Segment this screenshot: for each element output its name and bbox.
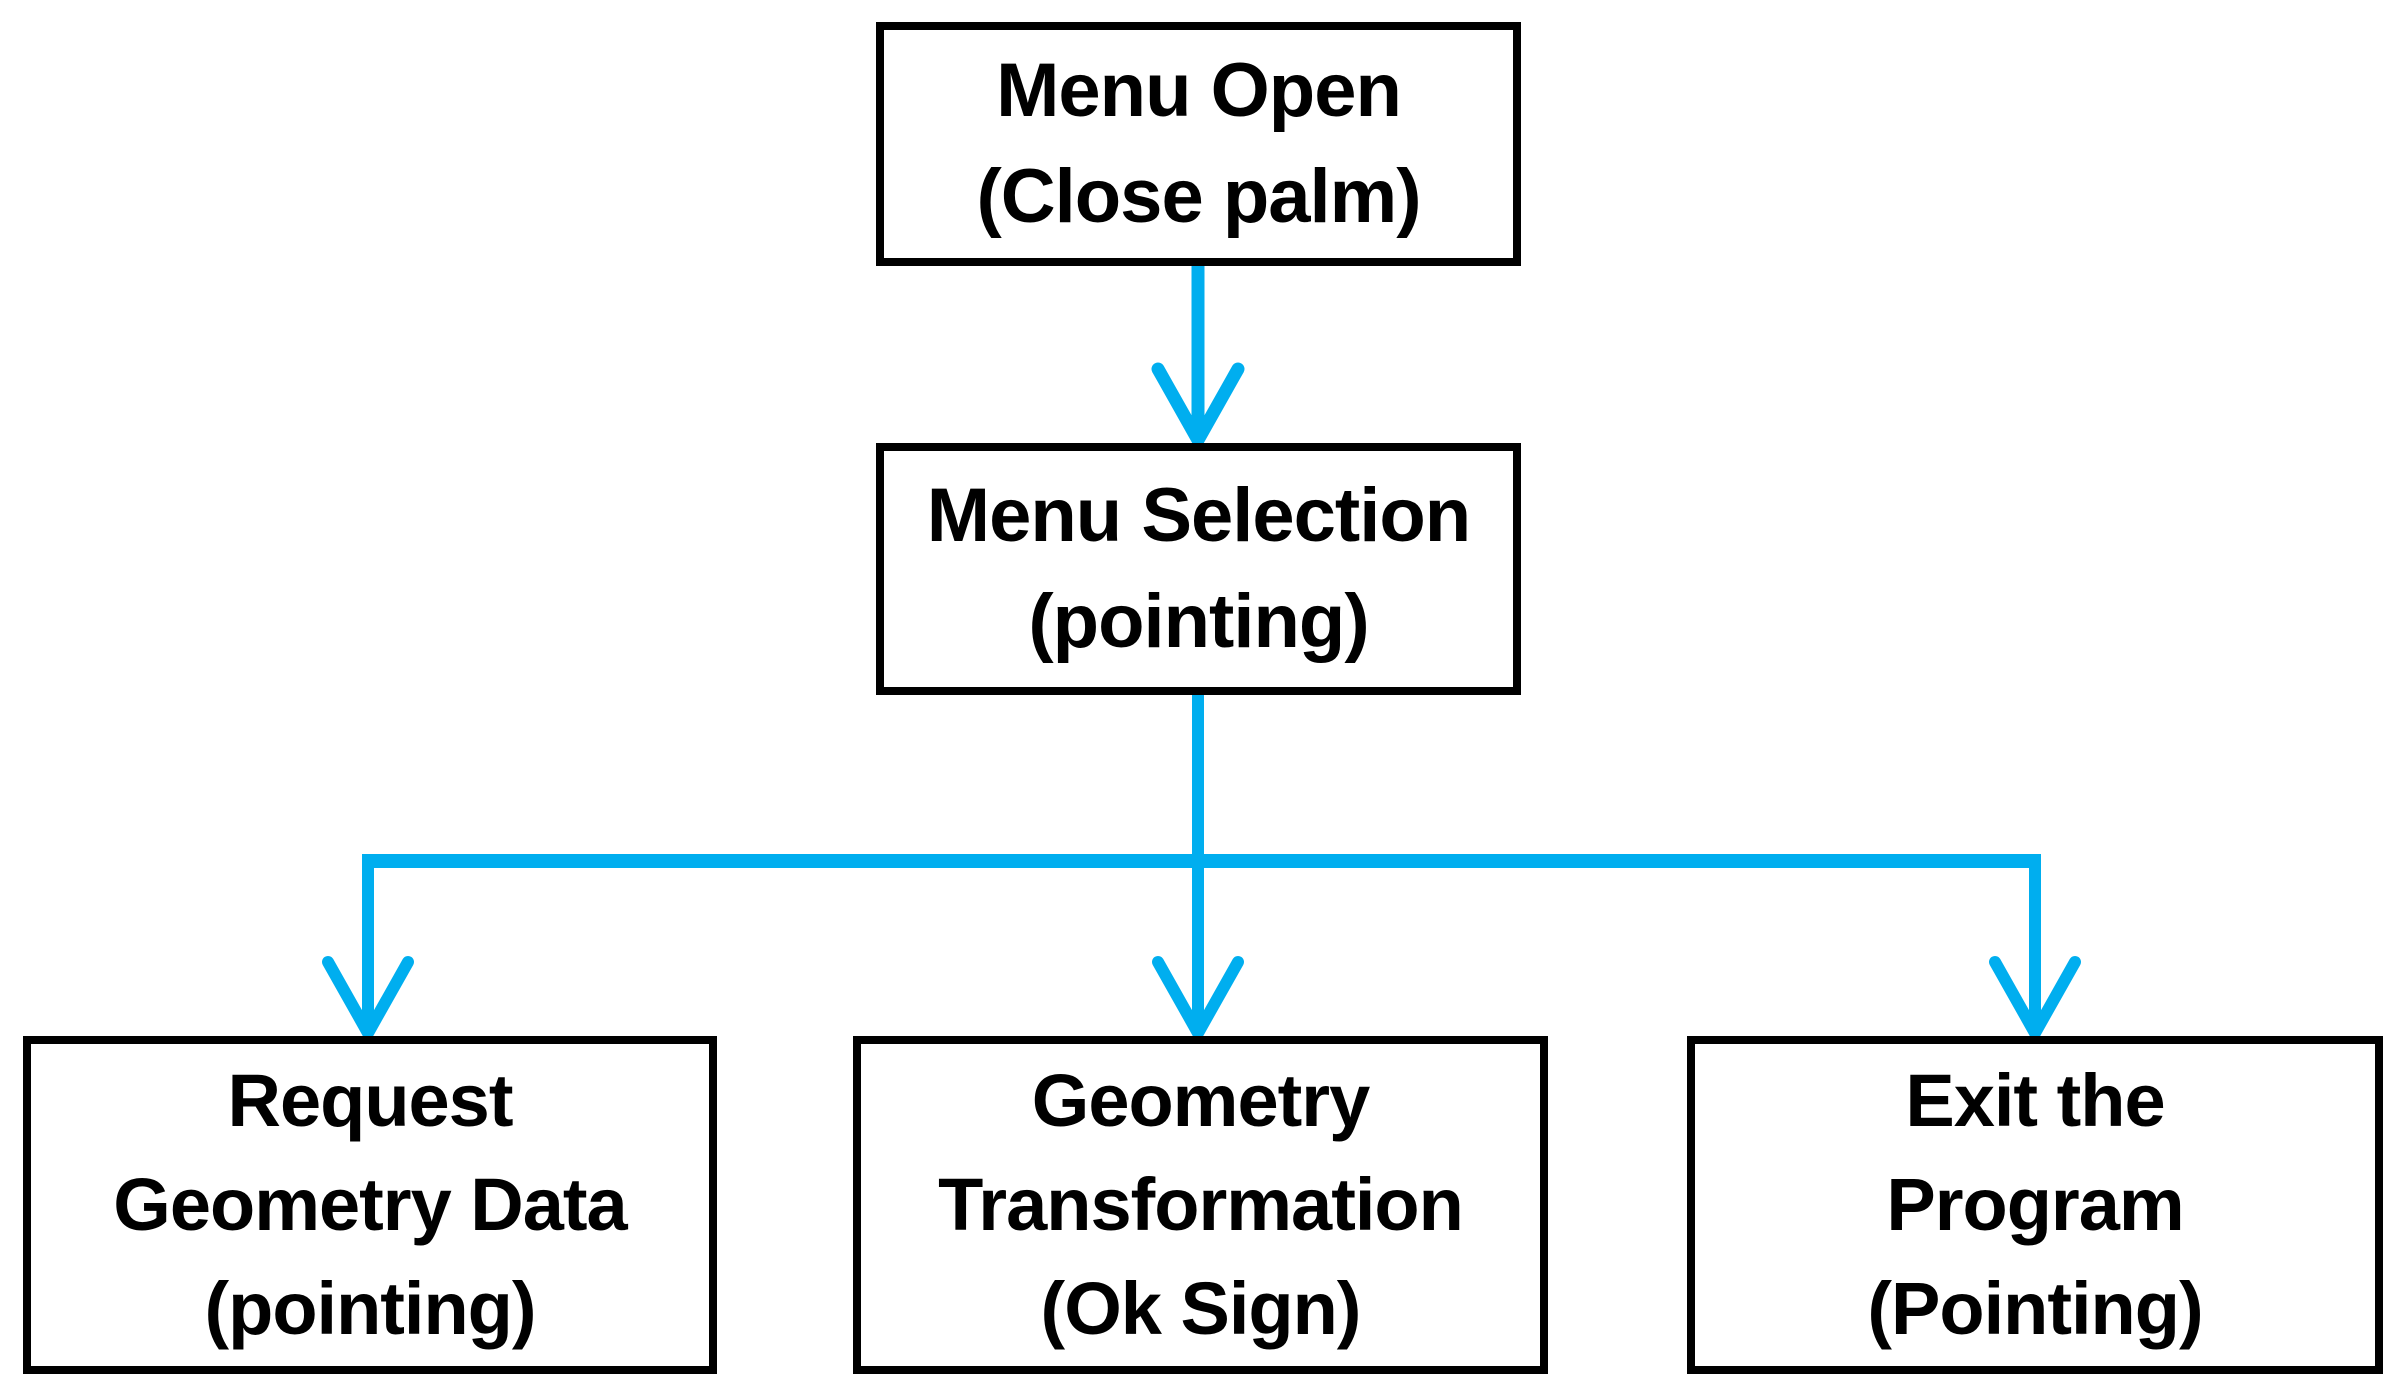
node-menu-selection-line-1: Menu Selection [926,473,1471,558]
node-request-geometry-data: Request Geometry Data (pointing) [23,1036,717,1374]
arrow-branch-to-request-geometry-data [322,855,414,1039]
node-request-geometry-data-line-3: (pointing) [204,1267,536,1350]
arrow-menu-selection-to-geometry-transformation [1152,695,1244,1039]
node-menu-open: Menu Open (Close palm) [876,22,1521,266]
node-geometry-transformation-line-2: Transformation [938,1163,1464,1246]
arrow-branch-to-exit-the-program [1989,855,2081,1039]
node-menu-selection: Menu Selection (pointing) [876,443,1521,695]
node-exit-the-program-line-2: Program [1886,1163,2184,1246]
node-exit-the-program: Exit the Program (Pointing) [1687,1036,2383,1374]
node-exit-the-program-line-3: (Pointing) [1867,1267,2203,1350]
node-geometry-transformation-line-3: (Ok Sign) [1040,1267,1362,1350]
node-geometry-transformation-line-1: Geometry [1031,1059,1370,1142]
node-menu-open-line-2: (Close palm) [976,154,1421,239]
node-request-geometry-data-line-1: Request [227,1059,514,1142]
node-geometry-transformation: Geometry Transformation (Ok Sign) [853,1036,1548,1374]
node-request-geometry-data-line-2: Geometry Data [113,1163,627,1246]
node-exit-the-program-line-1: Exit the [1905,1059,2165,1142]
node-menu-open-line-1: Menu Open [996,48,1402,133]
node-menu-selection-line-2: (pointing) [1028,579,1369,664]
arrow-menu-open-to-menu-selection [1151,266,1245,447]
